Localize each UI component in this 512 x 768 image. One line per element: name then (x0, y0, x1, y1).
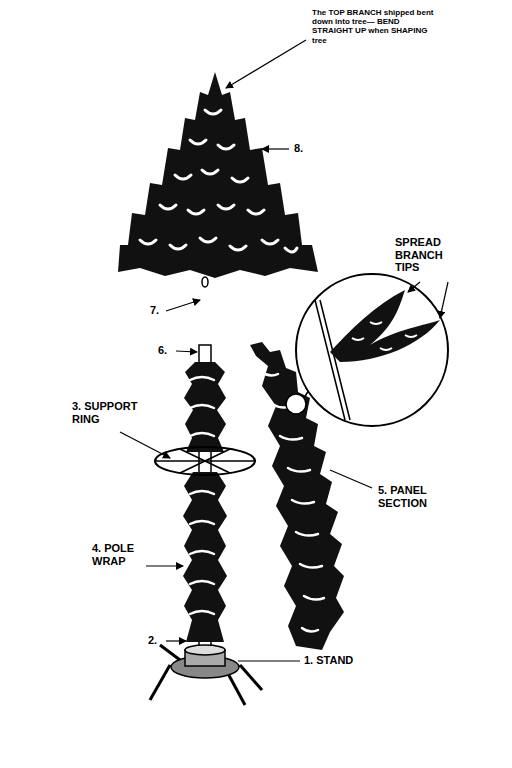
part-label: 5. PANEL SECTION (378, 484, 458, 509)
callout-number: 8. (294, 142, 314, 155)
part-label: 1. STAND (304, 654, 384, 667)
callout-number: 6. (158, 344, 178, 357)
part-label: SPREAD BRANCH TIPS (395, 236, 465, 274)
note-text: The TOP BRANCH shipped bent down into tr… (312, 8, 442, 45)
part-label: 4. POLE WRAP (92, 542, 148, 567)
callout-number: 7. (150, 304, 170, 317)
part-label: 3. SUPPORT RING (72, 400, 162, 425)
callout-number: 2. (148, 634, 168, 647)
